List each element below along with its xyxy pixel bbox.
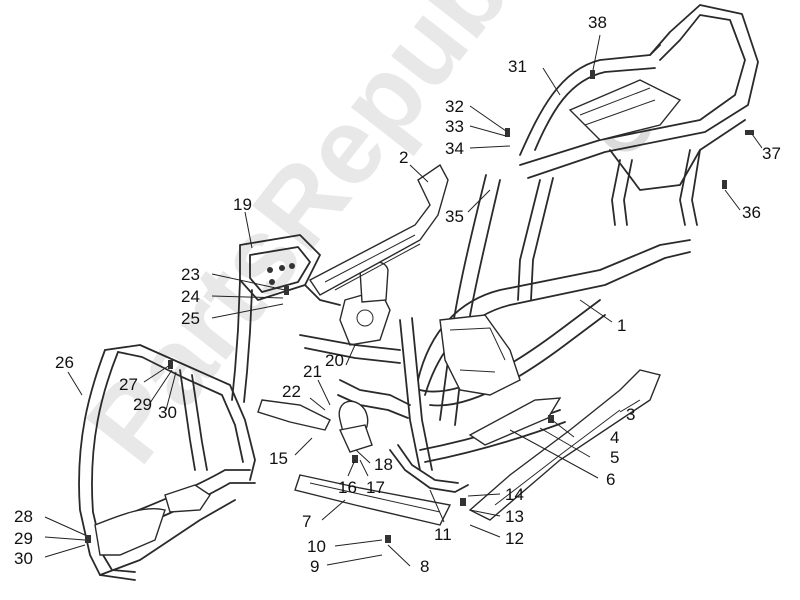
- callout-29-lower: 29: [14, 529, 33, 548]
- callout-23: 23: [181, 265, 200, 284]
- callout-2: 2: [399, 148, 408, 167]
- callout-13: 13: [505, 507, 524, 526]
- callout-25: 25: [181, 309, 200, 328]
- callout-27: 27: [119, 375, 138, 394]
- callout-11: 11: [434, 525, 452, 544]
- callout-36: 36: [742, 203, 761, 222]
- bolt-8-icon: [385, 535, 391, 543]
- callout-19: 19: [233, 195, 252, 214]
- callout-35: 35: [445, 207, 464, 226]
- callout-31: 31: [508, 57, 527, 76]
- callout-16: 16: [338, 478, 357, 497]
- callout-20: 20: [325, 351, 344, 370]
- callout-4: 4: [610, 428, 619, 447]
- callout-12: 12: [505, 529, 524, 548]
- callout-15: 15: [269, 449, 288, 468]
- callout-30-upper: 30: [158, 403, 177, 422]
- bolt-27-icon: [168, 360, 173, 369]
- callout-6: 6: [606, 470, 615, 489]
- callout-28: 28: [14, 507, 33, 526]
- bolt-23-icon: [284, 286, 289, 295]
- callout-38: 38: [588, 13, 607, 32]
- bolt-14-icon: [460, 498, 466, 506]
- callout-22: 22: [282, 382, 301, 401]
- callout-34: 34: [445, 139, 464, 158]
- callout-14: 14: [505, 485, 524, 504]
- callout-8: 8: [420, 557, 429, 576]
- callout-1: 1: [617, 316, 626, 335]
- bolt-37-icon: [745, 130, 754, 135]
- callout-37: 37: [762, 144, 781, 163]
- bolt-4-icon: [548, 415, 554, 423]
- callout-30-lower: 30: [14, 549, 33, 568]
- callout-21: 21: [303, 362, 322, 381]
- callout-29-upper: 29: [133, 395, 152, 414]
- callout-7: 7: [302, 512, 311, 531]
- bolt-38-icon: [590, 70, 595, 79]
- callout-18: 18: [374, 455, 393, 474]
- bolt-28-icon: [85, 535, 91, 543]
- bolt-32-icon: [505, 128, 510, 137]
- callout-5: 5: [610, 448, 619, 467]
- callout-24: 24: [181, 287, 200, 306]
- leader-lines: [44, 34, 763, 567]
- callout-26: 26: [55, 353, 74, 372]
- callout-32: 32: [445, 97, 464, 116]
- callout-labels: 1 2 3 4 5 6 7 8 9 10 11 12 13 14 15 16 1…: [14, 13, 781, 576]
- main-frame: [78, 4, 759, 581]
- bolt-16-icon: [352, 455, 358, 463]
- callout-33: 33: [445, 117, 464, 136]
- callout-3: 3: [626, 405, 635, 424]
- callout-17: 17: [366, 478, 385, 497]
- bolt-36-icon: [722, 180, 727, 189]
- callout-9: 9: [310, 557, 319, 576]
- callout-10: 10: [307, 537, 326, 556]
- fasteners: [85, 70, 754, 543]
